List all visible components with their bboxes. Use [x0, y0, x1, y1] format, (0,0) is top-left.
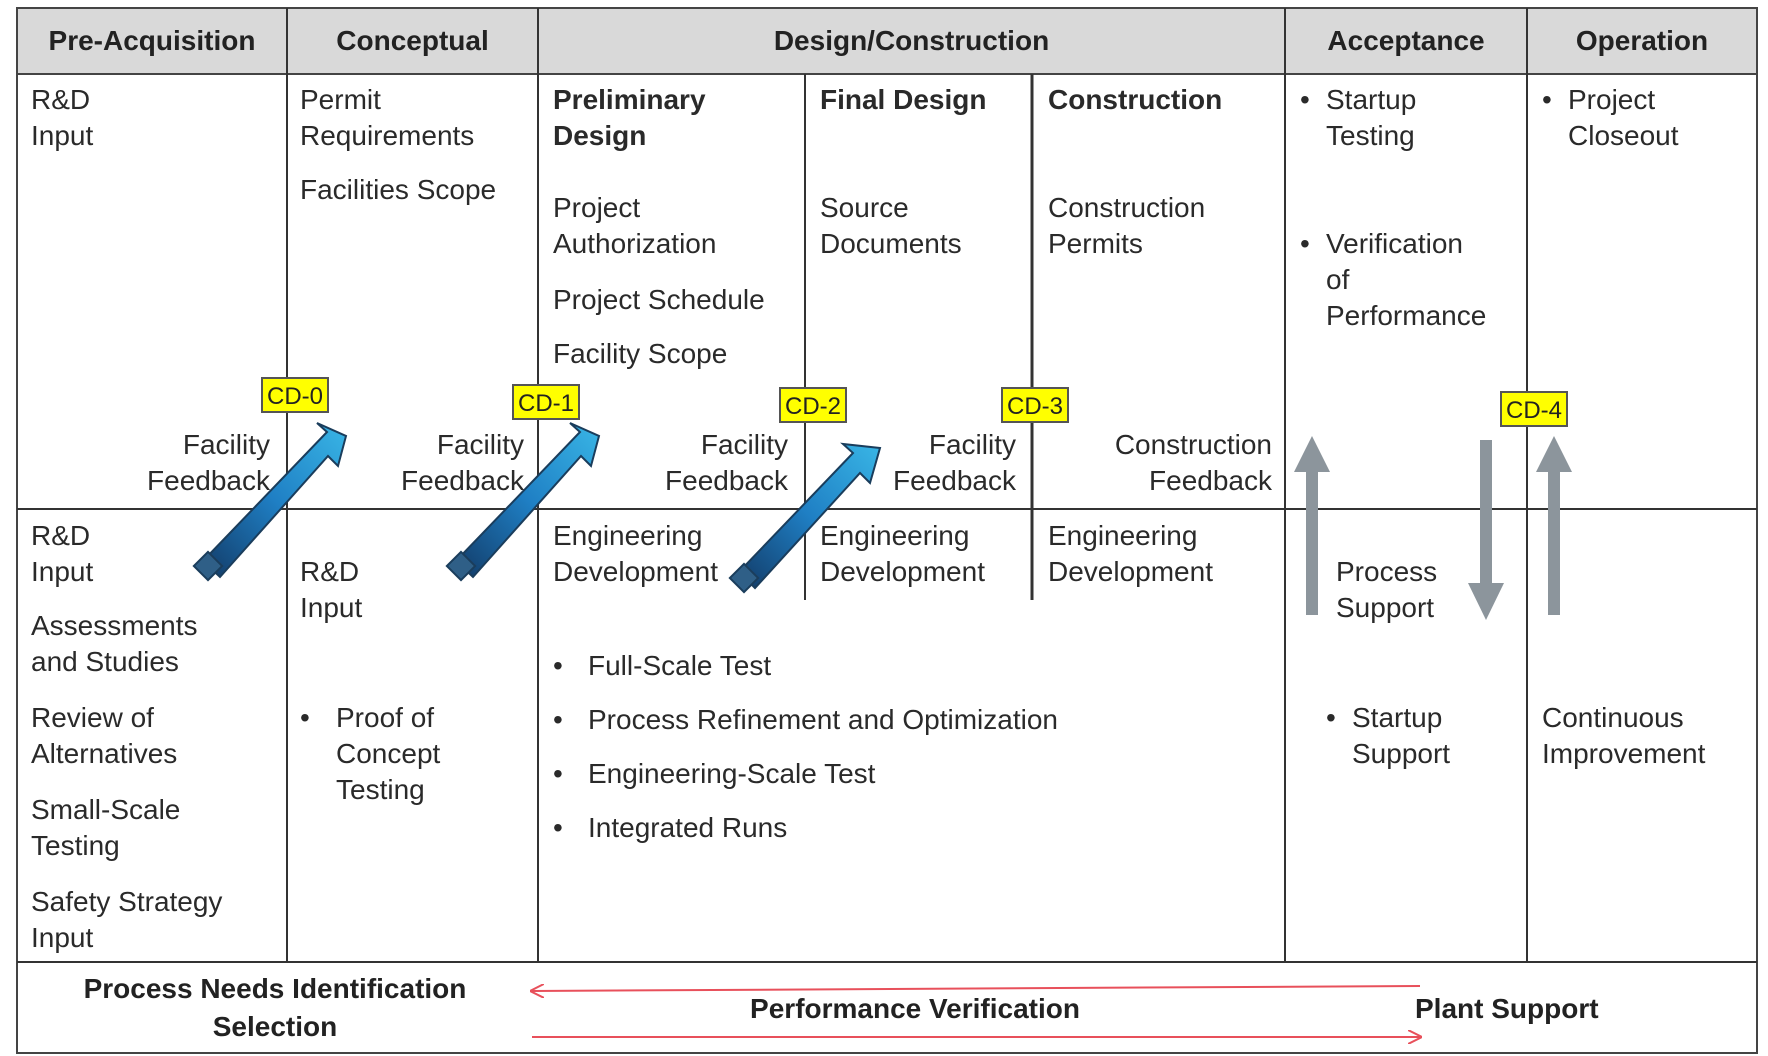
header-acceptance: Acceptance — [1327, 25, 1485, 56]
facility-feedback-4: Facility Feedback — [893, 429, 1016, 496]
milestone-cd0: CD-0 — [261, 377, 330, 413]
design-bullet-1: Full-Scale Test — [588, 650, 772, 681]
facility-feedback-1: Facility Feedback — [147, 429, 270, 496]
milestone-cd2: CD-2 — [779, 387, 848, 423]
conceptual-rnd-input: R&D Input — [300, 556, 363, 623]
gray-arrow-up-2-icon — [1536, 436, 1572, 615]
construction-permits: Construction Permits — [1048, 192, 1206, 259]
arrow-cd2-icon — [728, 442, 882, 594]
facility-feedback-2: Facility Feedback — [401, 429, 524, 496]
engineering-development-3: Engineering Development — [1048, 520, 1213, 587]
footer-performance-verification: Performance Verification — [750, 993, 1080, 1024]
bullet: • — [553, 704, 563, 735]
design-bullet-2: Process Refinement and Optimization — [588, 704, 1058, 735]
permit-requirements: Permit Requirements — [300, 84, 475, 151]
milestone-cd1: CD-1 — [512, 384, 581, 420]
footer-process-needs: Process Needs Identification Selection — [83, 973, 467, 1042]
small-scale-testing: Small-Scale Testing — [31, 794, 181, 861]
bullet: • — [1300, 228, 1310, 259]
construction-title: Construction — [1048, 84, 1223, 115]
assessments-and-studies: Assessments and Studies — [31, 610, 198, 677]
header-conceptual: Conceptual — [336, 25, 489, 56]
facilities-scope: Facilities Scope — [300, 174, 497, 205]
facility-scope: Facility Scope — [553, 338, 728, 369]
engineering-development-2: Engineering Development — [820, 520, 985, 587]
bullet: • — [553, 812, 563, 843]
final-design-title: Final Design — [820, 84, 987, 115]
process-support: Process Support — [1336, 556, 1438, 623]
preliminary-design-title: Preliminary Design — [553, 84, 706, 151]
bullet: • — [553, 650, 563, 681]
proof-of-concept-testing: Proof of Concept Testing — [336, 702, 441, 805]
startup-testing: Startup Testing — [1326, 84, 1417, 151]
design-bullet-4: Integrated Runs — [588, 812, 788, 843]
pre-acq-rnd-input: R&D Input — [31, 84, 94, 151]
verification-of-performance: Verification of Performance — [1326, 228, 1487, 331]
header-operation: Operation — [1575, 25, 1709, 56]
milestone-cd3: CD-3 — [1001, 387, 1070, 423]
startup-support: Startup Support — [1352, 702, 1451, 769]
gray-arrow-down-icon — [1468, 440, 1504, 620]
arrow-cd1-icon — [445, 422, 601, 582]
bullet: • — [1326, 702, 1336, 733]
engineering-development-1: Engineering Development — [553, 520, 718, 587]
arrow-cd0-icon — [192, 422, 348, 582]
red-arrow-left-icon — [532, 986, 1421, 991]
bullet: • — [1542, 84, 1552, 115]
footer-plant-support: Plant Support — [1415, 993, 1599, 1024]
design-bullet-3: Engineering-Scale Test — [588, 758, 876, 789]
source-documents: Source Documents — [820, 192, 962, 259]
construction-feedback: Construction Feedback — [1114, 429, 1272, 496]
project-schedule: Project Schedule — [553, 284, 765, 315]
pre-acq-rnd-input-bottom: R&D Input — [31, 520, 94, 587]
project-authorization: Project Authorization — [553, 192, 717, 259]
safety-strategy-input: Safety Strategy Input — [31, 886, 223, 953]
header-design-construction: Design/Construction — [773, 25, 1050, 56]
bullet: • — [300, 702, 310, 733]
gray-arrow-up-1-icon — [1294, 436, 1330, 615]
bullet: • — [553, 758, 563, 789]
continuous-improvement: Continuous Improvement — [1542, 702, 1706, 769]
header-pre-acquisition: Pre-Acquisition — [48, 25, 256, 56]
review-of-alternatives: Review of Alternatives — [31, 702, 178, 769]
project-closeout: Project Closeout — [1568, 84, 1679, 151]
facility-feedback-3: Facility Feedback — [665, 429, 788, 496]
milestone-cd4: CD-4 — [1500, 391, 1569, 427]
bullet: • — [1300, 84, 1310, 115]
